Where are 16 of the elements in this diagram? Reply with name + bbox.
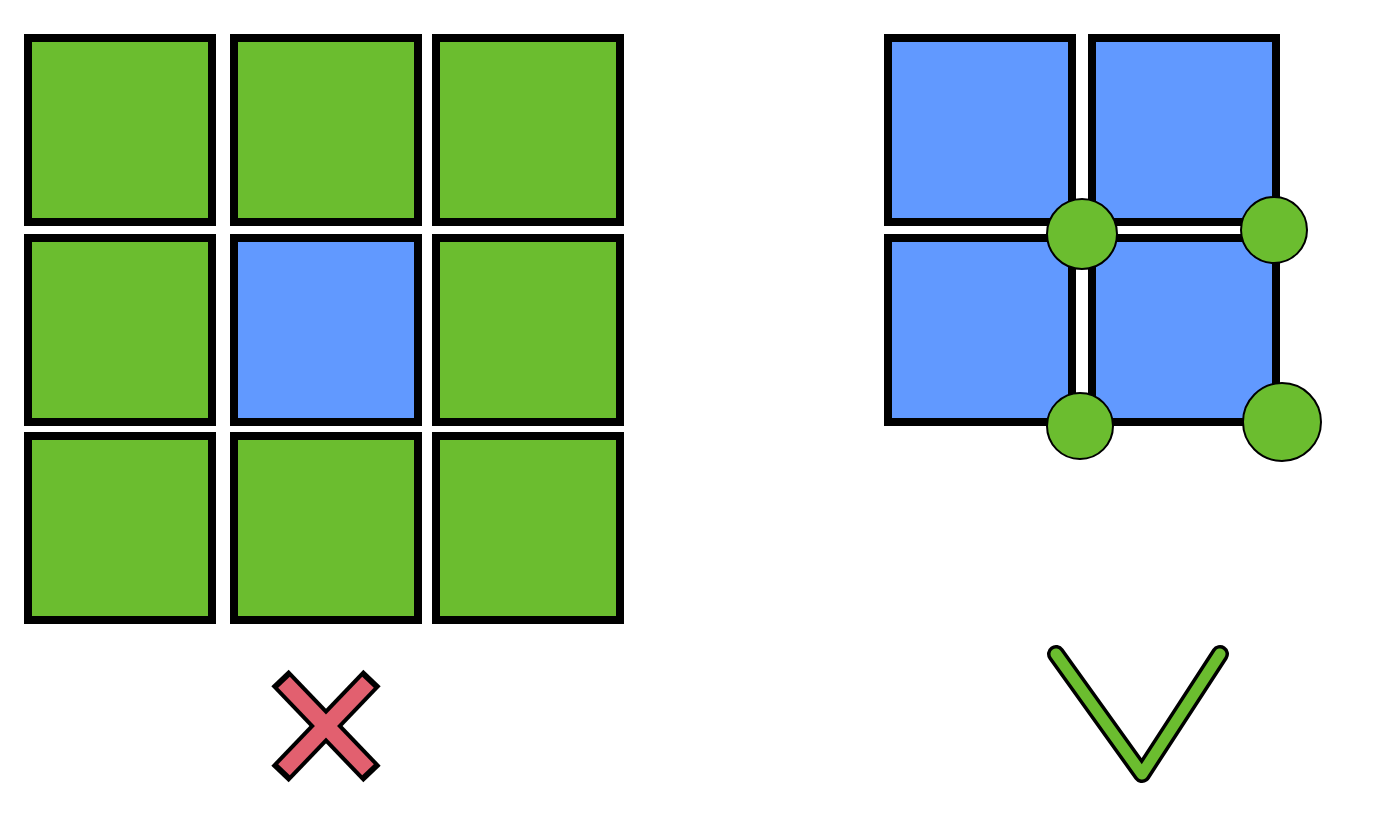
square-tile	[884, 34, 1076, 226]
square-tile	[432, 432, 624, 624]
square-tile	[432, 234, 624, 426]
square-tile	[230, 234, 422, 426]
square-tile	[230, 432, 422, 624]
square-tile	[432, 34, 624, 226]
square-tile	[1088, 34, 1280, 226]
square-tile	[230, 34, 422, 226]
circle-dot	[1242, 382, 1322, 462]
square-tile	[1088, 234, 1280, 426]
square-tile	[884, 234, 1076, 426]
circle-dot	[1240, 196, 1308, 264]
square-tile	[24, 234, 216, 426]
square-tile	[24, 432, 216, 624]
circle-dot	[1046, 392, 1114, 460]
square-tile	[24, 34, 216, 226]
